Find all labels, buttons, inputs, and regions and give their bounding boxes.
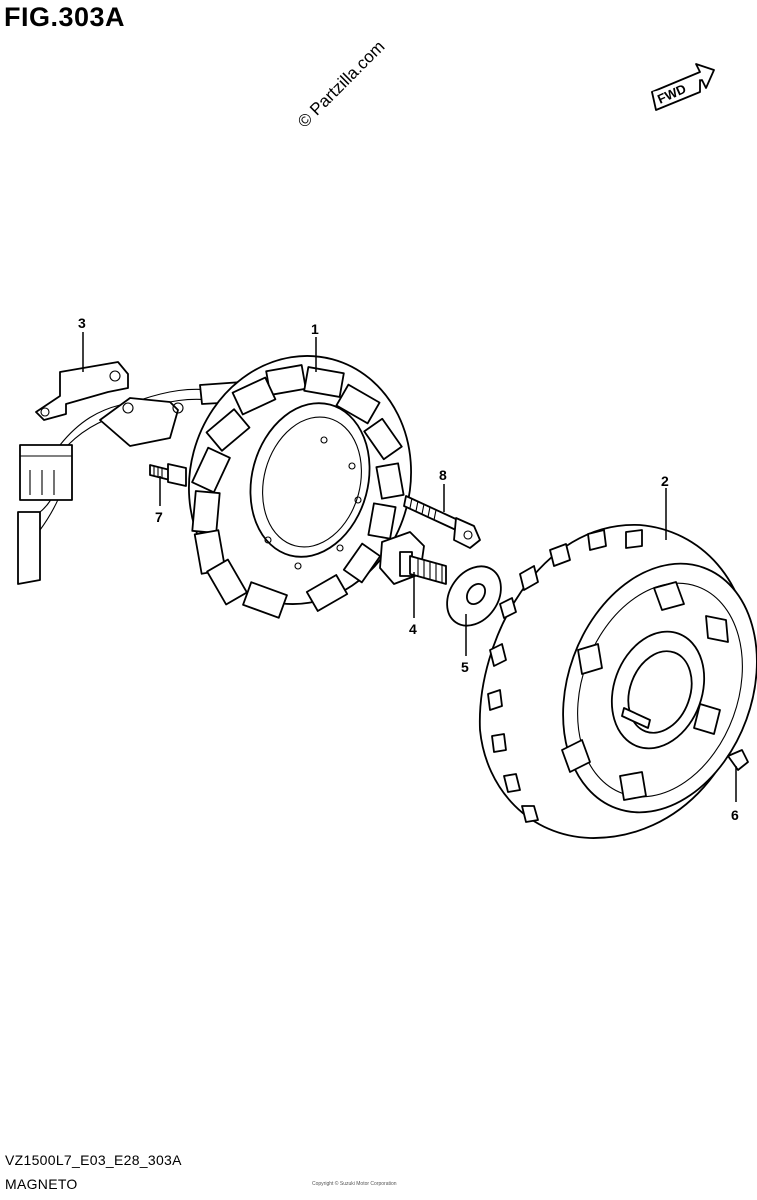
callout-8: 8 xyxy=(439,467,447,483)
clamp-screw xyxy=(149,463,187,487)
copyright-note: Copyright © Suzuki Motor Corporation xyxy=(312,1181,397,1187)
rotor xyxy=(479,524,757,839)
callout-2: 2 xyxy=(661,473,669,489)
rotor-bolt xyxy=(379,531,447,585)
lead-wire-clamp xyxy=(35,361,184,447)
figure-title: FIG.303A xyxy=(4,2,126,32)
section-name: MAGNETO xyxy=(5,1176,78,1192)
stator-bolt xyxy=(403,495,481,549)
callout-6: 6 xyxy=(731,807,739,823)
leader-lines xyxy=(82,332,737,802)
callout-7: 7 xyxy=(155,509,163,525)
callout-5: 5 xyxy=(461,659,469,675)
callout-3: 3 xyxy=(78,315,86,331)
washer xyxy=(446,565,502,627)
stator xyxy=(188,355,412,619)
key xyxy=(727,749,749,771)
callout-4: 4 xyxy=(409,621,417,637)
model-code: VZ1500L7_E03_E28_303A xyxy=(5,1152,182,1168)
callout-1: 1 xyxy=(311,321,319,337)
fwd-arrow-icon: FWD xyxy=(651,63,715,111)
